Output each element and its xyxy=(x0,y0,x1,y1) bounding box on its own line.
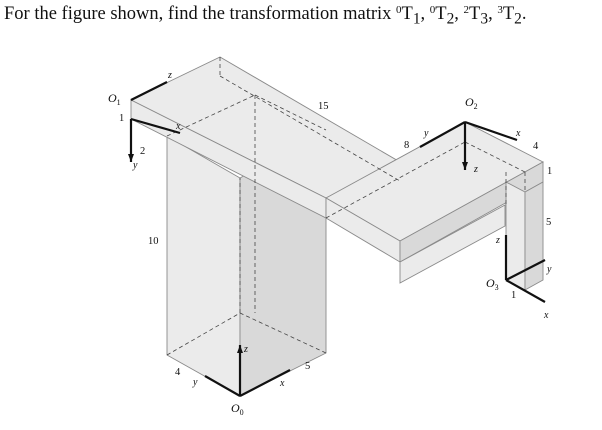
t3-symbol: T xyxy=(469,4,481,24)
leg-side-face xyxy=(524,181,544,291)
o3-y-label: y xyxy=(546,264,552,275)
separator: , xyxy=(488,4,498,24)
dim-1-left: 1 xyxy=(119,113,124,124)
o3-z-label: z xyxy=(495,235,500,246)
o0-frame-label: O0 xyxy=(231,401,244,417)
separator: , xyxy=(420,4,430,24)
o1-frame-label: O1 xyxy=(108,91,121,107)
o3-x-axis xyxy=(505,279,546,303)
o1-z-axis xyxy=(130,81,168,101)
o0-z-label: z xyxy=(243,344,248,355)
o2-y-axis xyxy=(419,121,466,148)
t3-subscript: 3 xyxy=(480,10,489,28)
t3-superscript: 2 xyxy=(463,4,470,16)
o1-x-axis xyxy=(130,117,181,135)
dim-4-base: 4 xyxy=(175,367,181,378)
crossbeam-lower-step xyxy=(399,204,506,284)
dim-1-right: 1 xyxy=(547,166,552,177)
column-left-face xyxy=(166,135,241,397)
t4-subscript: 2 xyxy=(514,10,522,28)
question-end: . xyxy=(521,4,527,24)
o3-y-axis xyxy=(505,259,546,281)
dim-10: 10 xyxy=(148,236,159,247)
o1-y-label: y xyxy=(132,160,138,171)
dim-5-right: 5 xyxy=(546,217,551,228)
hidden-line xyxy=(166,94,256,137)
t2-superscript: 0 xyxy=(429,4,436,16)
question-prefix: For the figure shown, find the transform… xyxy=(4,4,397,24)
o3-frame-label: O3 xyxy=(486,276,499,292)
leg-front-face xyxy=(505,181,526,291)
o3-x-label: x xyxy=(543,310,549,321)
o2-z-label: z xyxy=(473,164,478,175)
o2-frame-label: O2 xyxy=(465,95,478,111)
dim-1-o3: 1 xyxy=(511,290,516,301)
o0-y-label: y xyxy=(192,377,198,388)
o1-x-label: x xyxy=(175,121,181,132)
o0-x-axis xyxy=(239,369,291,397)
o1-z-label: z xyxy=(167,70,172,81)
o0-x-label: x xyxy=(279,378,285,389)
t2-subscript: 2 xyxy=(446,10,455,28)
dim-8: 8 xyxy=(404,140,409,151)
o2-x-axis xyxy=(464,120,518,142)
separator: , xyxy=(454,4,464,24)
question-text: For the figure shown, find the transform… xyxy=(4,4,526,29)
t2-symbol: T xyxy=(435,4,447,24)
o2-z-arrowhead xyxy=(462,162,468,170)
dim-15: 15 xyxy=(318,101,329,112)
hidden-line xyxy=(254,94,327,131)
t4-symbol: T xyxy=(502,4,515,24)
t4-superscript: 3 xyxy=(497,4,503,16)
o0-z-arrowhead xyxy=(237,345,243,353)
t1-symbol: T xyxy=(401,4,413,24)
o0-y-axis xyxy=(204,375,241,397)
o2-x-label: x xyxy=(515,128,521,139)
t1-subscript: 1 xyxy=(412,10,421,28)
hidden-line xyxy=(325,141,466,219)
dim-2: 2 xyxy=(140,146,145,157)
dim-4-top: 4 xyxy=(533,141,539,152)
o1-y-arrowhead xyxy=(128,154,134,162)
dim-5-base: 5 xyxy=(305,361,310,372)
t1-superscript: 0 xyxy=(396,4,402,16)
o2-y-label: y xyxy=(423,128,429,139)
